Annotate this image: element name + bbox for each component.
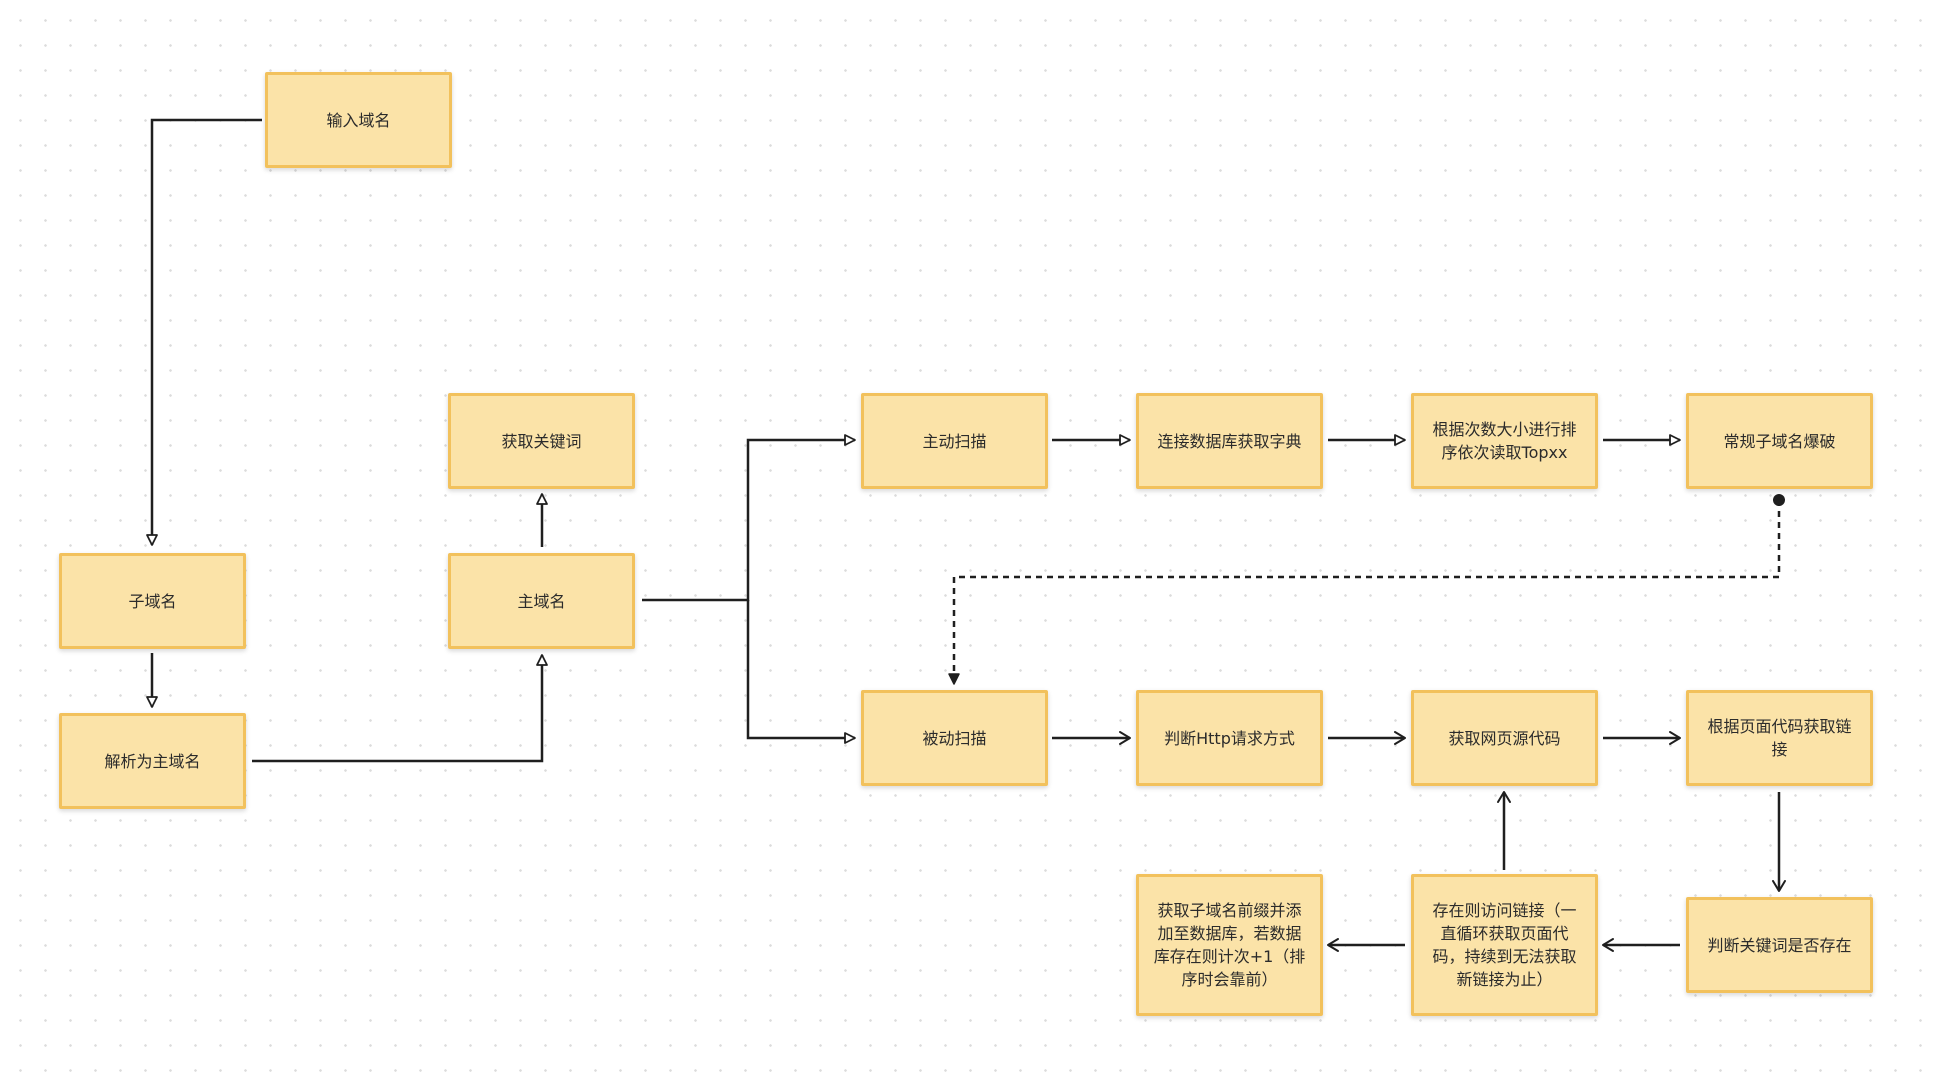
subdomain-node[interactable]: 子域名 [59, 553, 246, 649]
sort-read-top-node[interactable]: 根据次数大小进行排序依次读取Topxx [1411, 393, 1598, 489]
judge-keyword-exists-label: 判断关键词是否存在 [1707, 935, 1852, 955]
edge-main-to-passive [746, 600, 856, 744]
passive-scan-label: 被动扫描 [922, 728, 987, 748]
get-page-source-node[interactable]: 获取网页源代码 [1411, 690, 1598, 786]
input-domain-node[interactable]: 输入域名 [265, 72, 452, 168]
get-keywords-label: 获取关键词 [501, 431, 582, 451]
parse-main-domain-label: 解析为主域名 [104, 751, 201, 771]
subdomain-label: 子域名 [128, 591, 177, 611]
main-domain-node[interactable]: 主域名 [448, 553, 635, 649]
edge-parse-to-main [252, 654, 548, 763]
get-keywords-node[interactable]: 获取关键词 [448, 393, 635, 489]
main-domain-label: 主域名 [517, 591, 566, 611]
connect-db-dict-label: 连接数据库获取字典 [1157, 431, 1302, 451]
get-page-source-label: 获取网页源代码 [1448, 728, 1561, 748]
judge-http-method-label: 判断Http请求方式 [1164, 728, 1295, 748]
sort-read-top-label: 根据次数大小进行排序依次读取Topxx [1432, 420, 1577, 462]
save-prefix-db-node[interactable]: 获取子域名前缀并添加至数据库，若数据库存在则计次+1（排序时会靠前） [1136, 874, 1323, 1016]
judge-http-method-node[interactable]: 判断Http请求方式 [1136, 690, 1323, 786]
judge-keyword-exists-node[interactable]: 判断关键词是否存在 [1686, 897, 1873, 993]
subdomain-bruteforce-label: 常规子域名爆破 [1723, 431, 1836, 451]
connect-db-dict-node[interactable]: 连接数据库获取字典 [1136, 393, 1323, 489]
save-prefix-db-label: 获取子域名前缀并添加至数据库，若数据库存在则计次+1（排序时会靠前） [1153, 901, 1306, 989]
input-domain-label: 输入域名 [326, 110, 391, 130]
get-links-label: 根据页面代码获取链接 [1707, 717, 1852, 759]
visit-link-loop-node[interactable]: 存在则访问链接（一直循环获取页面代码，持续到无法获取新链接为止） [1411, 874, 1598, 1016]
active-scan-node[interactable]: 主动扫描 [861, 393, 1048, 489]
visit-link-loop-label: 存在则访问链接（一直循环获取页面代码，持续到无法获取新链接为止） [1432, 901, 1577, 989]
edge-main-to-active [642, 434, 856, 602]
edge-brute-to-passive [948, 500, 1781, 685]
get-links-node[interactable]: 根据页面代码获取链接 [1686, 690, 1873, 786]
subdomain-bruteforce-node[interactable]: 常规子域名爆破 [1686, 393, 1873, 489]
connector-start-dot [1773, 494, 1785, 506]
active-scan-label: 主动扫描 [922, 431, 987, 451]
passive-scan-node[interactable]: 被动扫描 [861, 690, 1048, 786]
edge-input-to-subdomain [146, 118, 262, 546]
parse-main-domain-node[interactable]: 解析为主域名 [59, 713, 246, 809]
